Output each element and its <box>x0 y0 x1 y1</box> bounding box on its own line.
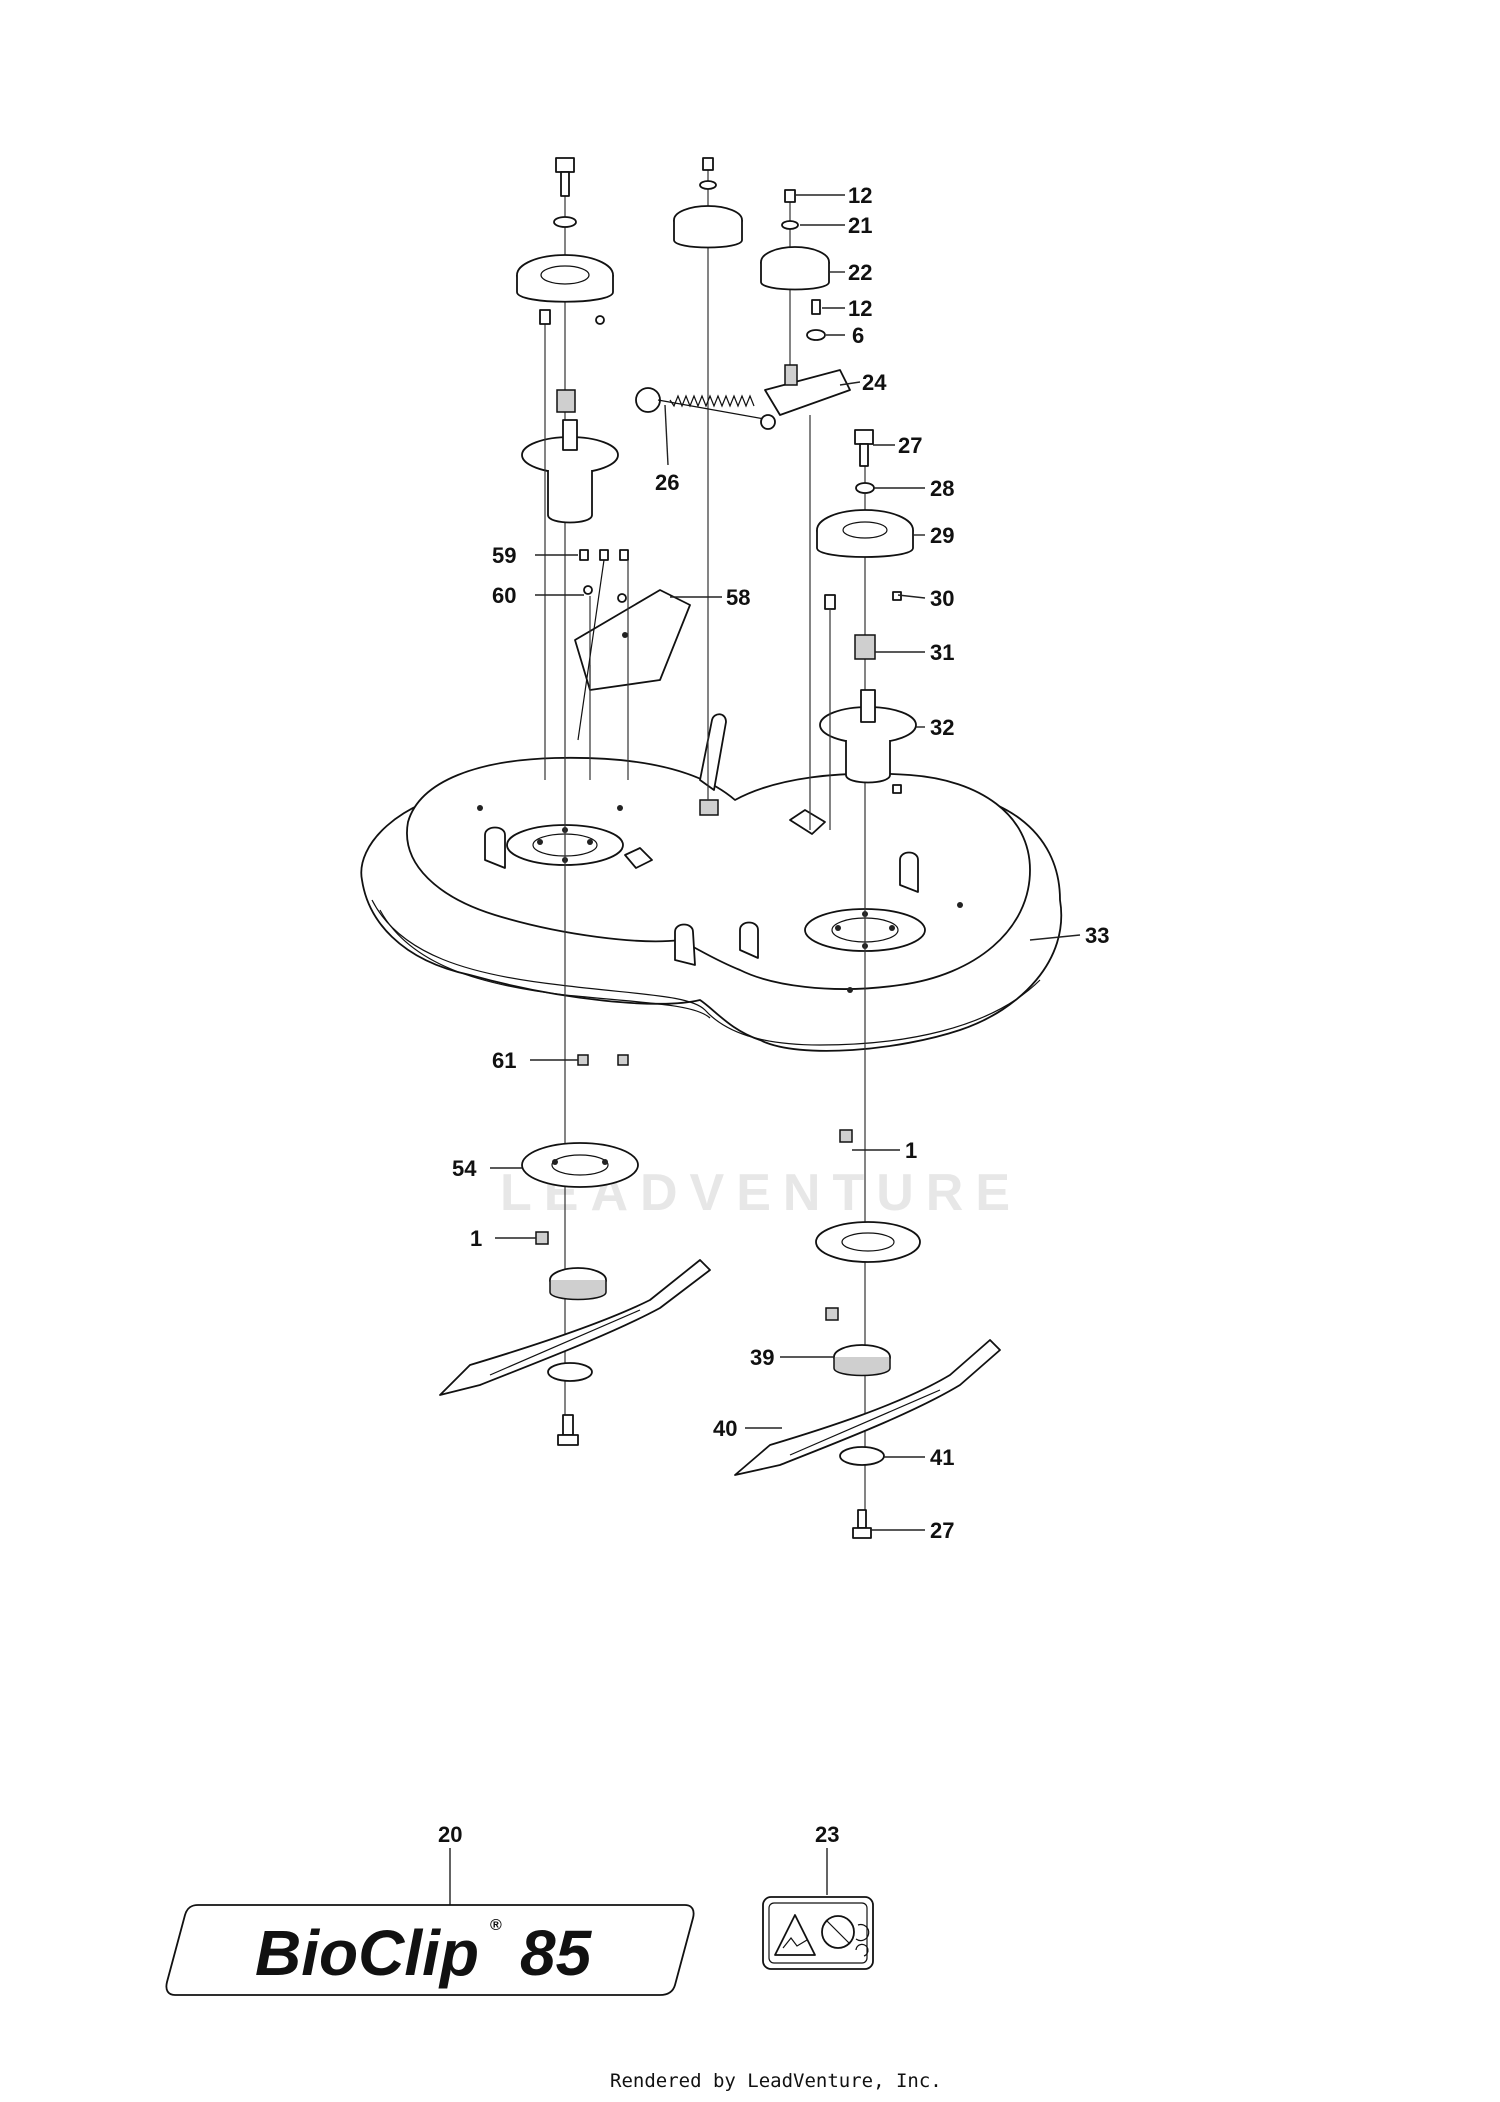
decal-brand: BioClip <box>255 1917 479 1989</box>
decal-model: 85 <box>520 1917 593 1989</box>
callout-20: 20 <box>438 1822 462 1847</box>
callout-54: 54 <box>452 1156 477 1181</box>
callout-labels: 12 21 22 12 6 24 26 27 28 29 59 60 58 30… <box>438 183 1109 1847</box>
rotation-icon <box>855 1923 870 1957</box>
callout-27b: 27 <box>930 1518 954 1543</box>
callout-21: 21 <box>848 213 872 238</box>
registered-mark: ® <box>490 1917 502 1934</box>
tension-spring <box>635 387 776 430</box>
callout-26: 26 <box>655 470 679 495</box>
callout-60: 60 <box>492 583 516 608</box>
callout-6: 6 <box>852 323 864 348</box>
callout-24: 24 <box>862 370 887 395</box>
deflector-plate <box>574 589 691 691</box>
mower-deck <box>360 713 1063 1052</box>
callout-29: 29 <box>930 523 954 548</box>
callout-30: 30 <box>930 586 954 611</box>
left-spindle-stack <box>439 157 711 1446</box>
callout-22: 22 <box>848 260 872 285</box>
callout-31: 31 <box>930 640 954 665</box>
footer-credit: Rendered by LeadVenture, Inc. <box>610 2070 942 2092</box>
bioclip-decal: BioClip ® 85 <box>165 1904 695 1996</box>
callout-12b: 12 <box>848 296 872 321</box>
callout-12a: 12 <box>848 183 872 208</box>
callout-40: 40 <box>713 1416 737 1441</box>
callout-58: 58 <box>726 585 750 610</box>
callout-41: 41 <box>930 1445 954 1470</box>
callout-1a: 1 <box>905 1138 917 1163</box>
center-idler-stack <box>673 157 743 800</box>
leader-lines <box>449 194 1081 1905</box>
idler-arm-stack <box>760 189 851 830</box>
callout-23: 23 <box>815 1822 839 1847</box>
fasteners-59-60 <box>577 549 629 780</box>
callout-33: 33 <box>1085 923 1109 948</box>
callout-61: 61 <box>492 1048 516 1073</box>
right-spindle-stack <box>734 429 1001 1539</box>
warning-decal <box>762 1896 874 1970</box>
callout-27a: 27 <box>898 433 922 458</box>
callout-28: 28 <box>930 476 954 501</box>
callout-32: 32 <box>930 715 954 740</box>
callout-59: 59 <box>492 543 516 568</box>
callout-39: 39 <box>750 1345 774 1370</box>
callout-1b: 1 <box>470 1226 482 1251</box>
